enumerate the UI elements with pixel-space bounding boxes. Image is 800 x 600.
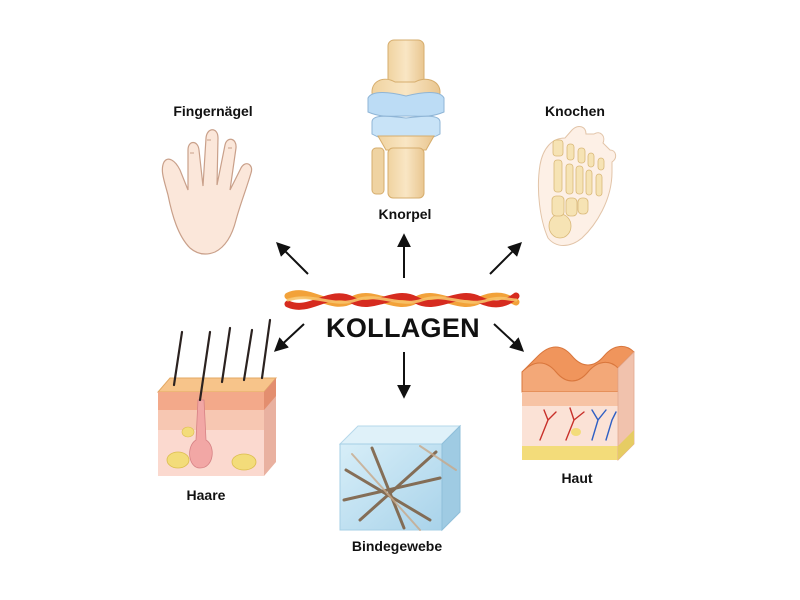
- skin-cross-section-icon: [521, 346, 635, 461]
- hand-icon: [161, 129, 253, 255]
- label-bone: Knochen: [545, 103, 605, 119]
- arrow-to-hair: [273, 323, 305, 352]
- label-skin: Haut: [561, 470, 593, 486]
- foot-bones-icon: [537, 126, 617, 246]
- label-cartilage: Knorpel: [378, 206, 432, 222]
- label-connective-tissue: Bindegewebe: [351, 538, 443, 554]
- arrows: [273, 233, 525, 399]
- knee-joint-icon: [367, 39, 445, 199]
- arrow-to-fingernails: [276, 242, 309, 275]
- hair-follicle-icon: [156, 318, 278, 476]
- center-title: KOLLAGEN: [326, 313, 480, 343]
- label-hair: Haare: [186, 487, 226, 503]
- connective-tissue-cube-icon: [338, 424, 462, 532]
- collagen-fiber-icon: [284, 290, 520, 310]
- label-fingernails: Fingernägel: [173, 103, 253, 119]
- arrow-to-skin: [493, 323, 525, 352]
- arrow-to-bone: [489, 242, 522, 275]
